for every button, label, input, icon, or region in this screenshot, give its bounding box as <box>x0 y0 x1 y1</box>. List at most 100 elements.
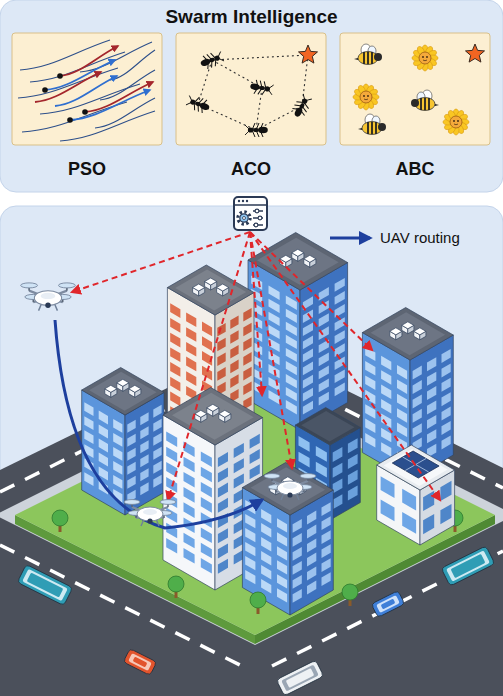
brick-building <box>202 366 212 381</box>
office-building <box>153 447 161 460</box>
sunflower <box>450 116 462 128</box>
method-box: PSO <box>12 33 162 145</box>
office-building <box>381 370 391 385</box>
office-building <box>242 463 333 516</box>
solar-house <box>381 499 395 521</box>
office-building <box>261 523 271 537</box>
pso-flow <box>82 109 88 115</box>
uav-drone <box>21 283 76 311</box>
office-building <box>413 423 422 437</box>
ant <box>259 86 266 91</box>
dispatch-arrow <box>250 232 440 500</box>
office-tower <box>248 233 348 431</box>
solar-house <box>423 514 434 534</box>
uav-drone <box>160 500 176 505</box>
bee <box>358 128 362 130</box>
sunflower <box>454 124 458 126</box>
office-building <box>307 539 316 553</box>
office-building <box>153 433 161 446</box>
office-building <box>293 533 302 547</box>
solar-house <box>423 491 434 511</box>
office-building <box>140 482 148 495</box>
office-building <box>316 446 327 462</box>
brick-building <box>230 374 238 388</box>
office-building <box>261 537 271 551</box>
office-building <box>277 518 287 532</box>
office-tower <box>319 326 329 340</box>
bee <box>363 52 365 64</box>
brick-building <box>202 336 212 351</box>
white-tower <box>201 543 212 559</box>
office-building <box>84 402 93 416</box>
bus <box>27 572 64 597</box>
office-building <box>245 528 255 542</box>
office-building <box>127 448 135 461</box>
office-tower <box>286 335 297 349</box>
office-building <box>322 516 331 530</box>
brick-building <box>243 308 251 322</box>
bee <box>371 122 373 134</box>
solar-house <box>381 476 395 498</box>
aco-ants <box>256 106 302 130</box>
office-tower <box>269 299 280 313</box>
panel: Swarm IntelligencePSOACOABC <box>0 0 503 192</box>
white-tower <box>234 473 244 488</box>
uav-route <box>55 320 262 528</box>
sunflower <box>443 109 469 135</box>
car <box>376 595 400 613</box>
brick-building <box>170 303 180 318</box>
office-building <box>261 565 271 579</box>
white-tower <box>201 482 212 498</box>
brick-building <box>217 352 225 366</box>
controller-icon <box>234 197 267 230</box>
brick-building <box>243 323 251 337</box>
method-frame <box>12 33 162 145</box>
white-tower <box>218 528 228 543</box>
car <box>381 599 396 610</box>
brick-building <box>217 323 225 337</box>
office-building <box>365 347 375 362</box>
dispatch-arrow <box>250 232 372 350</box>
bus <box>441 546 495 586</box>
office-building <box>316 462 327 478</box>
office-tower <box>335 291 345 305</box>
ant <box>208 57 215 63</box>
ant <box>245 131 249 135</box>
office-tower <box>269 286 280 300</box>
controller-icon <box>238 200 240 202</box>
tree <box>250 592 266 608</box>
road <box>0 345 503 696</box>
office-building <box>299 436 310 452</box>
office-building <box>113 447 122 461</box>
brick-building <box>243 352 251 366</box>
sunflower <box>422 56 424 58</box>
method-frame <box>176 33 326 145</box>
bee <box>424 98 426 110</box>
brick-building <box>217 367 225 381</box>
brick-building <box>230 316 238 330</box>
office-building <box>293 561 302 575</box>
ant <box>250 83 261 91</box>
office-tower <box>286 387 297 401</box>
legend-label: UAV routing <box>380 229 460 246</box>
office-tower <box>335 383 345 397</box>
bee <box>367 52 369 64</box>
brick-building <box>230 330 238 344</box>
tree <box>52 510 68 532</box>
office-building <box>82 368 164 416</box>
pso-flow <box>18 40 155 141</box>
office-building <box>245 570 255 584</box>
uav-drone <box>287 492 292 497</box>
uav-drone <box>143 509 157 515</box>
office-building <box>397 365 407 380</box>
controller-icon <box>243 217 246 220</box>
car <box>123 649 157 676</box>
office-building <box>442 421 451 435</box>
truck <box>281 665 319 692</box>
ant <box>264 86 270 92</box>
white-tower <box>172 393 254 440</box>
office-building <box>348 438 358 453</box>
tree <box>342 584 358 606</box>
dispatch-arrow <box>168 232 250 500</box>
brick-building <box>230 360 238 374</box>
